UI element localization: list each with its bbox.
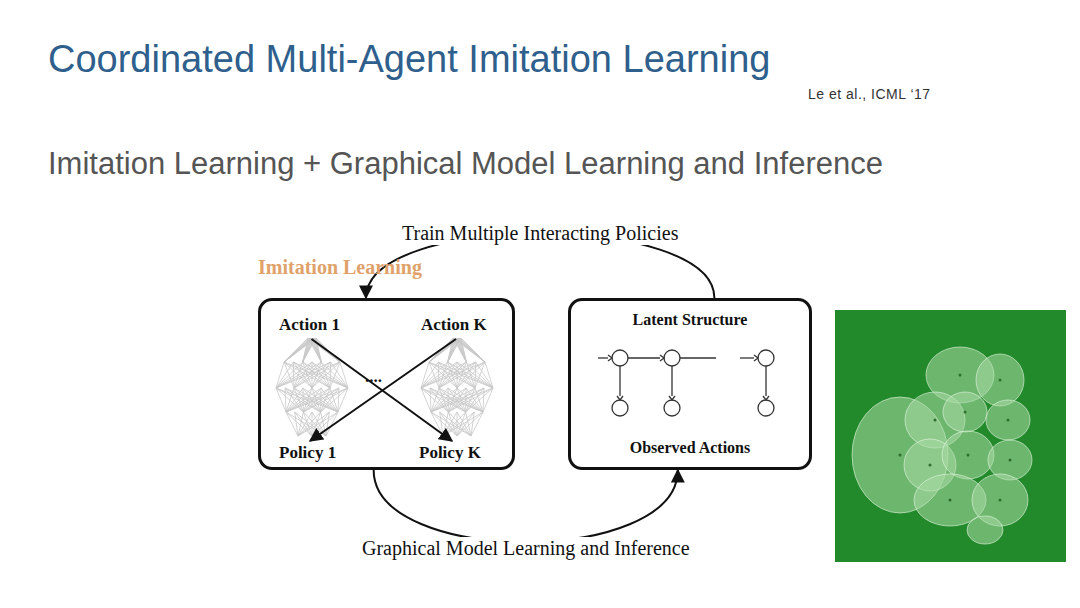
subtitle: Imitation Learning + Graphical Model Lea… [48, 146, 883, 182]
connector-arrow [374, 470, 678, 542]
node-text: Policy 1 [279, 443, 341, 463]
policy-label: Policy K [419, 443, 485, 465]
edge-label: Graphical Model Learning and Inference [358, 537, 694, 560]
action-label: Action K [421, 315, 491, 337]
node-text: Observed Actions [571, 439, 809, 457]
node-text: Latent Structure [571, 311, 809, 329]
node-text: Action 1 [279, 315, 344, 335]
green-panel-picture [835, 310, 1066, 562]
faded-label: Imitation Learning [258, 256, 422, 279]
policy-label: Policy 1 [279, 443, 341, 465]
node-text: Policy K [419, 443, 485, 463]
node-text: Action K [421, 315, 491, 335]
action-label: Action 1 [279, 315, 344, 337]
connector-arrow [310, 339, 456, 441]
graphical-model-box: Latent StructureObserved Actions [568, 298, 812, 470]
graphical-model [598, 350, 774, 416]
edge-label: Train Multiple Interacting Policies [398, 222, 682, 245]
neural-net-icons [276, 338, 493, 436]
node-text: .... [365, 367, 382, 387]
policy-box: .... Action 1 Action K Policy 1 Policy K [258, 298, 515, 470]
citation: Le et al., ICML ‘17 [808, 86, 931, 102]
slide-title: Coordinated Multi-Agent Imitation Learni… [48, 38, 770, 81]
